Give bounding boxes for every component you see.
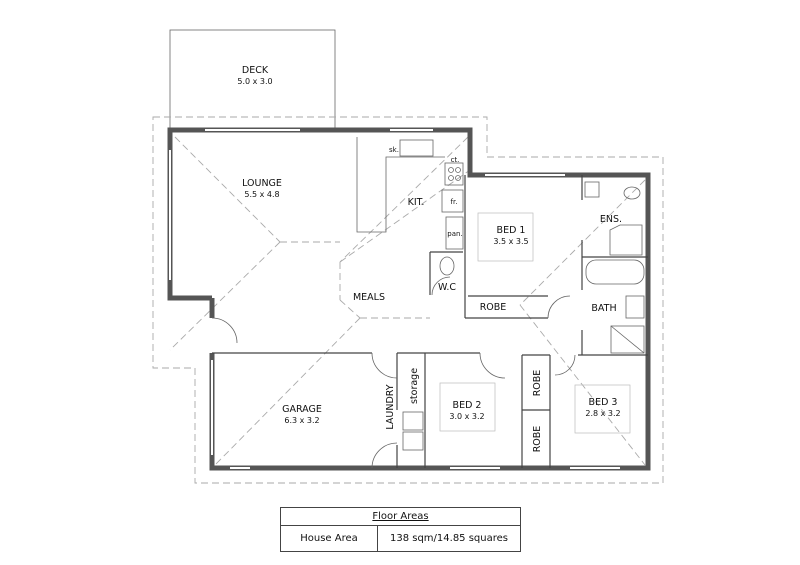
bed3-size: 2.8 x 3.2 (585, 409, 620, 418)
laundry-machine-icon (402, 431, 424, 451)
bath-label: BATH (591, 303, 616, 314)
kitchen-fixtures (356, 137, 464, 276)
deck-label: DECK (242, 65, 269, 76)
ensuite-toilet-icon (623, 186, 641, 200)
deck-size: 5.0 x 3.0 (237, 77, 272, 86)
ensuite-shower-icon (609, 224, 643, 256)
bath-basin-icon (625, 295, 645, 319)
bed2-label: BED 2 (453, 400, 482, 411)
storage-label: storage (409, 368, 420, 404)
bed3-label: BED 3 (589, 397, 618, 408)
bed1-bed-icon (477, 212, 534, 262)
floor-areas-title: Floor Areas (372, 511, 429, 522)
floor-areas-header: Floor Areas (281, 508, 520, 526)
robe3-label: ROBE (532, 426, 543, 453)
house-area-value: 138 sqm/14.85 squares (389, 533, 509, 544)
lounge-label: LOUNGE (242, 178, 282, 189)
pantry-icon (445, 216, 464, 250)
robe1-label: ROBE (480, 302, 507, 313)
sink-label: sk. (389, 146, 399, 154)
ensuite-basin-icon (584, 181, 600, 198)
house-area-label: House Area (281, 526, 378, 551)
bed1-size: 3.5 x 3.5 (493, 237, 528, 246)
interior-walls (212, 175, 648, 468)
bed2-bed-icon (439, 382, 496, 432)
meals-label: MEALS (353, 292, 385, 303)
pantry-label: pan. (447, 230, 462, 238)
bathroom-fixtures (402, 181, 645, 451)
lounge-size: 5.5 x 4.8 (244, 190, 279, 199)
laundry-tub-icon (402, 411, 424, 431)
fridge-label: fr. (451, 198, 458, 206)
laundry-label: LAUNDRY (385, 384, 396, 429)
sink-icon (399, 139, 434, 157)
floor-areas-table: Floor Areas House Area 138 sqm/14.85 squ… (280, 507, 521, 552)
entry-door (211, 317, 238, 344)
kitchen-label: KIT. (408, 197, 425, 208)
bed1-label: BED 1 (497, 225, 526, 236)
cooktop-label: ct. (451, 156, 460, 164)
garage-size: 6.3 x 3.2 (284, 416, 319, 425)
garage-label: GARAGE (282, 404, 322, 415)
bath-shower-icon (610, 325, 645, 354)
bathtub-icon (585, 259, 645, 285)
bed3-bed-icon (574, 384, 631, 434)
robe2-label: ROBE (532, 370, 543, 397)
table-row: House Area 138 sqm/14.85 squares (281, 526, 520, 551)
wc-label: W.C (438, 282, 456, 293)
windows (169, 129, 620, 469)
cooktop-icon (444, 162, 464, 186)
bed2-size: 3.0 x 3.2 (449, 412, 484, 421)
roof-hip-lines (169, 136, 646, 466)
ensuite-label: ENS. (600, 214, 622, 225)
roof-outline (152, 116, 664, 484)
wc-toilet-icon (439, 256, 455, 276)
fridge-icon (441, 189, 464, 213)
door-swings (371, 276, 576, 469)
